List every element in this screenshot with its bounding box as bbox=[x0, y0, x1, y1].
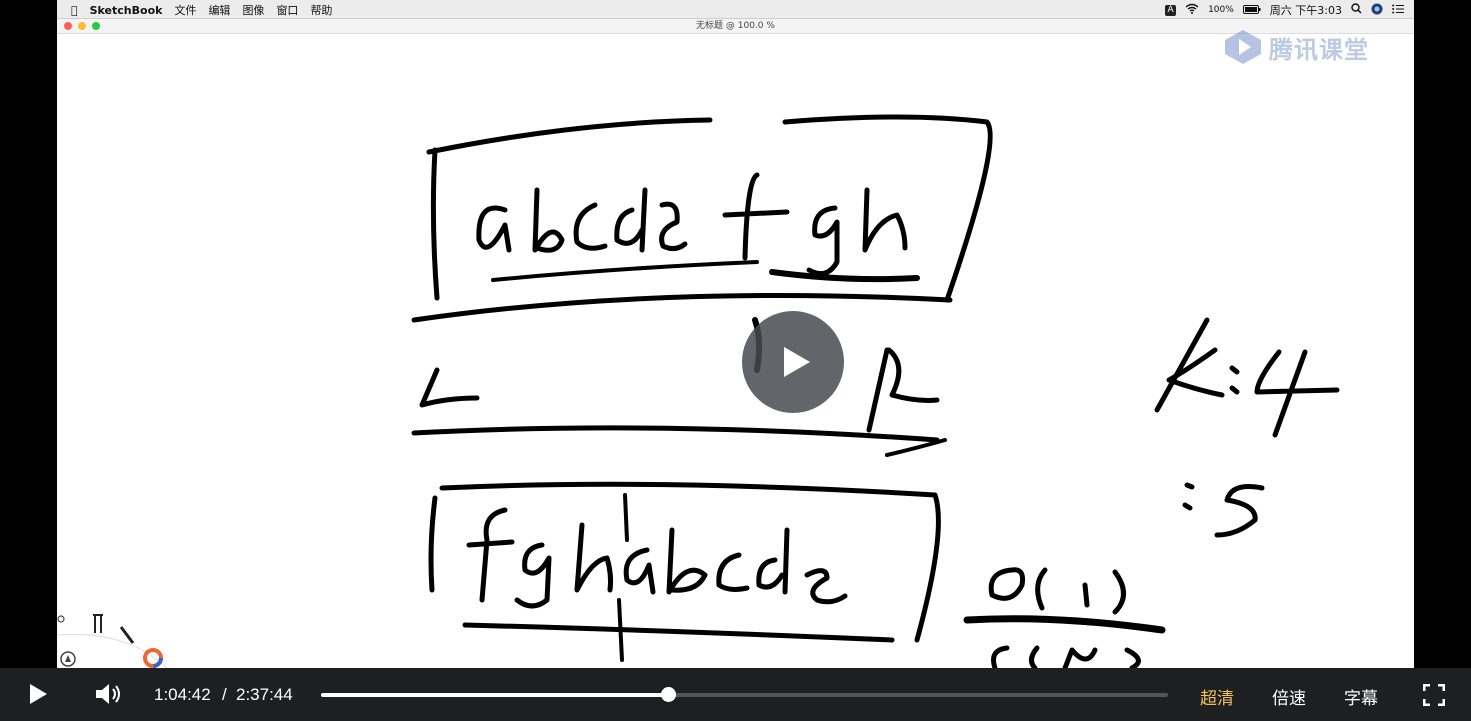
window-title: 无标题 @ 100.0 % bbox=[696, 21, 775, 31]
tencent-classroom-watermark: 腾讯课堂 bbox=[1223, 28, 1369, 66]
macos-menu-bar:  SketchBook 文件 编辑 图像 窗口 帮助 A 100% 周六 下午… bbox=[57, 0, 1414, 19]
whiteboard-drawing bbox=[411, 114, 1340, 668]
menu-image[interactable]: 图像 bbox=[235, 4, 264, 17]
fullscreen-button[interactable] bbox=[1422, 683, 1446, 710]
settings-gear-icon[interactable] bbox=[57, 615, 65, 623]
menu-edit[interactable]: 编辑 bbox=[201, 4, 230, 17]
battery-icon[interactable] bbox=[1242, 4, 1261, 17]
menu-window[interactable]: 窗口 bbox=[269, 4, 298, 17]
center-play-button[interactable] bbox=[742, 311, 844, 413]
clock[interactable]: 周六 下午3:03 bbox=[1269, 4, 1342, 17]
layer-tool-icon[interactable] bbox=[60, 651, 76, 667]
playback-speed-button[interactable]: 倍速 bbox=[1272, 689, 1306, 709]
current-time: 1:04:42 bbox=[154, 685, 211, 704]
volume-icon bbox=[96, 684, 120, 704]
total-duration: 2:37:44 bbox=[236, 685, 293, 704]
subtitles-button[interactable]: 字幕 bbox=[1344, 689, 1378, 709]
progress-played bbox=[321, 693, 669, 697]
sketchbook-lagoon-toolbar bbox=[57, 605, 187, 668]
quality-button[interactable]: 超清 bbox=[1200, 689, 1234, 709]
video-control-bar: 1:04:42 / 2:37:44 超清 倍速 字幕 bbox=[0, 668, 1471, 721]
close-window-button[interactable] bbox=[64, 22, 72, 30]
volume-button[interactable] bbox=[94, 681, 124, 711]
window-title-bar: 无标题 @ 100.0 % bbox=[57, 19, 1414, 34]
spotlight-search-icon[interactable] bbox=[1351, 3, 1362, 17]
progress-scrubber-handle[interactable] bbox=[661, 687, 677, 702]
zoom-window-button[interactable] bbox=[92, 22, 100, 30]
color-wheel-icon[interactable] bbox=[143, 648, 163, 668]
brush-tool-icon[interactable] bbox=[93, 614, 103, 633]
video-frame:  SketchBook 文件 编辑 图像 窗口 帮助 A 100% 周六 下午… bbox=[57, 0, 1414, 668]
apple-icon[interactable]:  bbox=[71, 4, 78, 17]
watermark-text: 腾讯课堂 bbox=[1269, 35, 1369, 64]
notification-center-icon[interactable] bbox=[1392, 4, 1404, 17]
menu-app-name[interactable]: SketchBook bbox=[83, 3, 163, 17]
input-source-indicator[interactable]: A bbox=[1165, 4, 1177, 16]
play-icon bbox=[30, 684, 47, 704]
time-separator: / bbox=[222, 685, 227, 704]
progress-bar[interactable] bbox=[321, 687, 1168, 702]
wifi-icon[interactable] bbox=[1185, 3, 1199, 17]
tencent-classroom-logo-icon bbox=[1225, 30, 1261, 64]
fullscreen-icon bbox=[1422, 683, 1446, 707]
battery-percent: 100% bbox=[1208, 5, 1234, 15]
paintbrush-icon[interactable] bbox=[119, 626, 135, 644]
play-icon bbox=[784, 347, 810, 377]
menu-file[interactable]: 文件 bbox=[167, 4, 196, 17]
menu-help[interactable]: 帮助 bbox=[303, 4, 332, 17]
play-pause-button[interactable] bbox=[28, 683, 48, 709]
siri-icon[interactable] bbox=[1371, 3, 1383, 18]
minimize-window-button[interactable] bbox=[78, 22, 86, 30]
